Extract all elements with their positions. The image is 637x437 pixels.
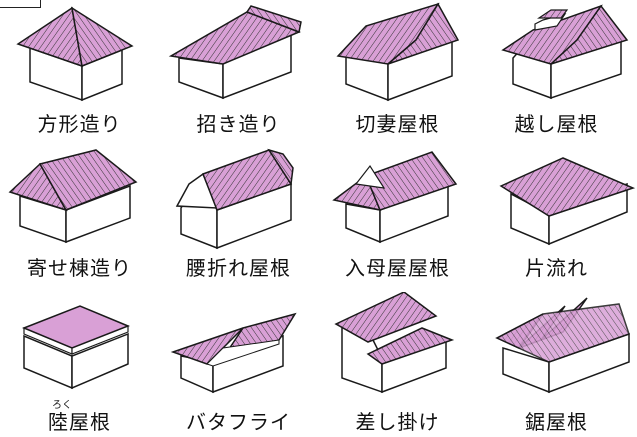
roof-label: 陸屋根 [48, 410, 111, 434]
roof-label: 鋸屋根 [525, 410, 588, 434]
roof-label: バタフライ [186, 410, 291, 434]
roof-label: 寄せ棟造り [27, 256, 132, 280]
nokogiri-roof-illustration [495, 297, 630, 394]
sashikake-roof-illustration [334, 292, 455, 394]
frame-corner-mark [0, 0, 41, 8]
roof-label: 方形造り [37, 112, 122, 136]
katanagare-roof-illustration [499, 157, 636, 246]
roof-label: 招き造り [196, 112, 281, 136]
yosemune-roof-illustration [8, 149, 138, 244]
hogyo-roof-illustration [16, 6, 134, 102]
koshiore-roof-illustration [175, 148, 294, 250]
roof-label: 入母屋屋根 [345, 256, 450, 280]
kirizuma-roof-illustration [336, 2, 460, 102]
roof-label: 越し屋根 [514, 112, 599, 136]
roof-label: 腰折れ屋根 [186, 256, 291, 280]
roof-cell-irimoya: 入母屋屋根 [318, 148, 477, 293]
roof-cell-kirizuma: 切妻屋根 [318, 0, 477, 145]
ruby-annotation: ろく [52, 400, 72, 411]
roof-cell-nokogiri: 鋸屋根 [477, 292, 636, 437]
roof-cell-butterfly: バタフライ [159, 292, 318, 437]
kiri-roof-illustration [168, 5, 302, 100]
roof-cell-sashikake: 差し掛け [318, 292, 477, 437]
koshi-roof-illustration [501, 4, 629, 100]
roof-cell-koshiore: 腰折れ屋根 [159, 148, 318, 293]
roof-label: 片流れ [525, 256, 588, 280]
rikuyane-roof-illustration [22, 305, 130, 390]
roof-cell-kiri: 招き造り [159, 0, 318, 145]
roof-cell-yosemune: 寄せ棟造り [0, 148, 159, 293]
roof-cell-hogyo: 方形造り [0, 0, 159, 145]
roof-cell-koshi: 越し屋根 [477, 0, 636, 145]
irimoya-roof-illustration [332, 151, 458, 244]
roof-label: 切妻屋根 [355, 112, 440, 136]
roof-cell-katanagare: 片流れ [477, 148, 636, 293]
butterfly-roof-illustration [170, 312, 297, 394]
roof-label: 差し掛け [355, 410, 440, 434]
roof-cell-rikuyane: ろく 陸屋根 [0, 292, 159, 437]
